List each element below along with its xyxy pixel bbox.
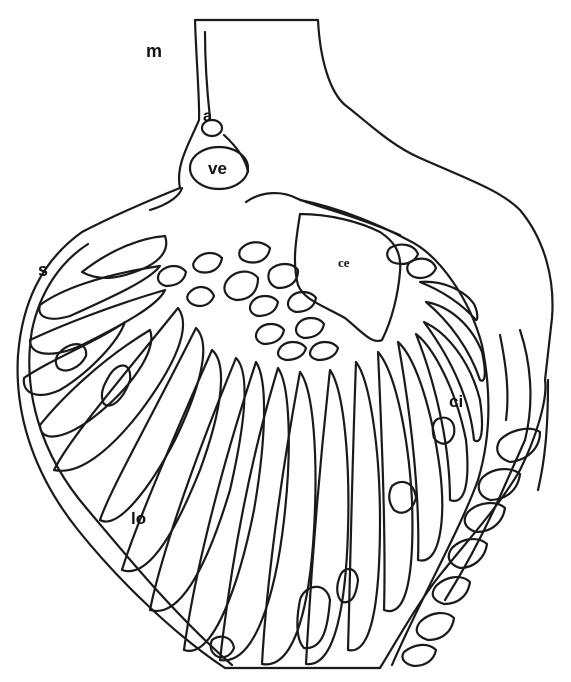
label-lo: lo <box>131 510 146 527</box>
central-element-ce <box>295 214 400 341</box>
net-chamber <box>449 539 487 568</box>
small-cell <box>288 292 316 312</box>
label-ce: ce <box>338 256 350 269</box>
lamella <box>40 330 151 436</box>
small-cell <box>224 272 258 300</box>
label-ve: ve <box>208 160 227 177</box>
small-cell <box>187 287 214 306</box>
lamella <box>426 302 485 381</box>
lamella <box>220 368 289 660</box>
inner-lining <box>29 200 488 665</box>
label-a: a <box>203 109 212 125</box>
small-cell <box>296 318 324 338</box>
small-cell <box>268 264 298 288</box>
small-cell <box>158 266 186 286</box>
stalk-canal <box>205 32 248 172</box>
small-cell <box>193 253 222 272</box>
membrane-line <box>150 188 400 235</box>
lamella <box>378 352 412 611</box>
small-cell <box>250 296 278 316</box>
small-cell <box>407 259 436 278</box>
small-cell <box>278 342 306 360</box>
lamella <box>348 362 380 650</box>
label-m: m <box>146 42 162 60</box>
small-cell <box>256 324 284 344</box>
label-s: s <box>38 261 48 279</box>
net-chamber <box>417 613 454 640</box>
pocket <box>337 569 358 602</box>
small-cell <box>239 242 270 262</box>
label-ci: ci <box>449 393 463 410</box>
small-cell <box>310 342 338 360</box>
net-chamber <box>402 645 436 666</box>
lamella <box>398 342 442 561</box>
lamella <box>420 282 477 320</box>
right-wall-inner <box>445 330 530 600</box>
